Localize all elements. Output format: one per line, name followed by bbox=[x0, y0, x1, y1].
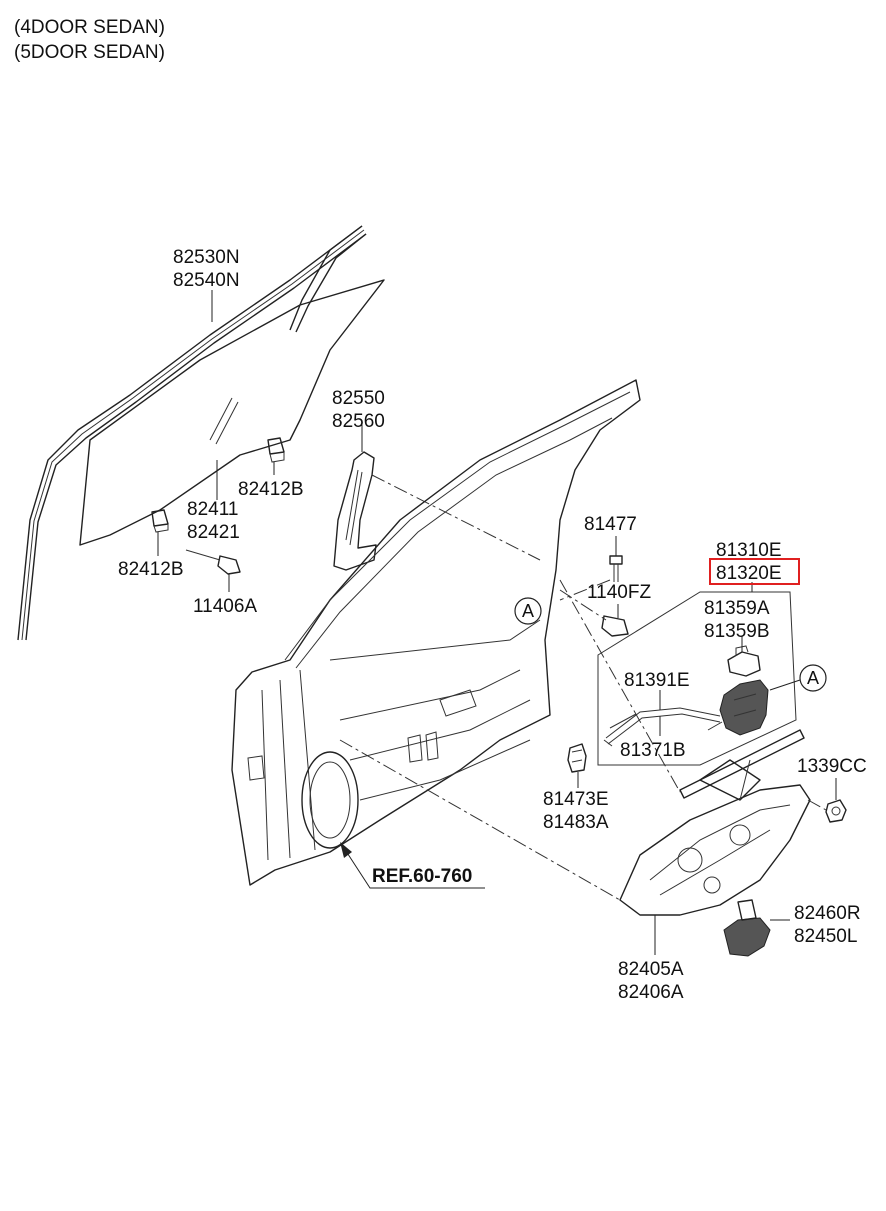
dash-1339CC bbox=[807, 799, 827, 811]
dash-1140FZ bbox=[559, 589, 607, 621]
header-line-1: (4DOOR SEDAN) bbox=[14, 17, 165, 38]
part-label-81320E: 81320E bbox=[716, 563, 782, 584]
part-label-81473E: 81473E bbox=[543, 789, 609, 810]
screw-81477 bbox=[609, 555, 623, 582]
part-label-1339CC: 1339CC bbox=[797, 756, 867, 777]
dash-door-regulator bbox=[339, 739, 621, 901]
part-label-82412B-upper: 82412B bbox=[238, 479, 304, 500]
part-label-81359B: 81359B bbox=[704, 621, 770, 642]
door-striker bbox=[567, 743, 587, 773]
part-label-1140FZ: 1140FZ bbox=[587, 582, 651, 603]
part-label-82540N: 82540N bbox=[173, 270, 240, 291]
glass-run-channel bbox=[17, 225, 367, 641]
ref-label: REF.60-760 bbox=[372, 866, 472, 887]
part-label-82412B-lower: 82412B bbox=[118, 559, 184, 580]
nut-1339CC bbox=[825, 799, 847, 823]
bolt-11406A bbox=[185, 549, 241, 575]
rear-channel bbox=[333, 451, 377, 571]
part-label-81391E: 81391E bbox=[624, 670, 690, 691]
glass-holder-lower bbox=[151, 509, 169, 533]
dash-door-regulator-2 bbox=[559, 579, 681, 793]
part-label-81477: 81477 bbox=[584, 514, 637, 535]
callout-a-latch-letter: A bbox=[807, 668, 819, 688]
callout-a-door-letter: A bbox=[522, 601, 534, 621]
part-label-82405A: 82405A bbox=[618, 959, 684, 980]
part-label-81483A: 81483A bbox=[543, 812, 609, 833]
glass-holder-upper bbox=[267, 437, 285, 463]
latch-actuator bbox=[727, 645, 761, 677]
regulator-motor bbox=[723, 899, 771, 957]
door-latch bbox=[707, 679, 769, 736]
latch-assembly-frame bbox=[597, 591, 797, 766]
part-label-82450L: 82450L bbox=[794, 926, 857, 947]
leader-callout-a-latch bbox=[769, 679, 801, 691]
part-label-81371B: 81371B bbox=[620, 740, 686, 761]
highlight-box-81320E bbox=[709, 558, 800, 585]
part-label-82406A: 82406A bbox=[618, 982, 684, 1003]
part-label-81359A: 81359A bbox=[704, 598, 770, 619]
part-label-82460R: 82460R bbox=[794, 903, 861, 924]
dash-81477 bbox=[559, 579, 611, 601]
part-label-82560: 82560 bbox=[332, 411, 385, 432]
part-label-81310E: 81310E bbox=[716, 540, 782, 561]
callout-a-door: A bbox=[514, 597, 542, 625]
part-label-82550: 82550 bbox=[332, 388, 385, 409]
window-regulator bbox=[619, 729, 811, 916]
part-label-82411: 82411 bbox=[187, 499, 238, 520]
part-label-82421: 82421 bbox=[187, 522, 240, 543]
ref-arrow bbox=[340, 842, 485, 889]
header-line-2: (5DOOR SEDAN) bbox=[14, 42, 165, 63]
callout-a-latch: A bbox=[799, 664, 827, 692]
part-label-11406A: 11406A bbox=[193, 596, 257, 617]
part-label-82530N: 82530N bbox=[173, 247, 240, 268]
dash-channel bbox=[371, 474, 541, 561]
door-inner-panel bbox=[231, 379, 641, 886]
bolt-1140FZ bbox=[601, 615, 629, 637]
